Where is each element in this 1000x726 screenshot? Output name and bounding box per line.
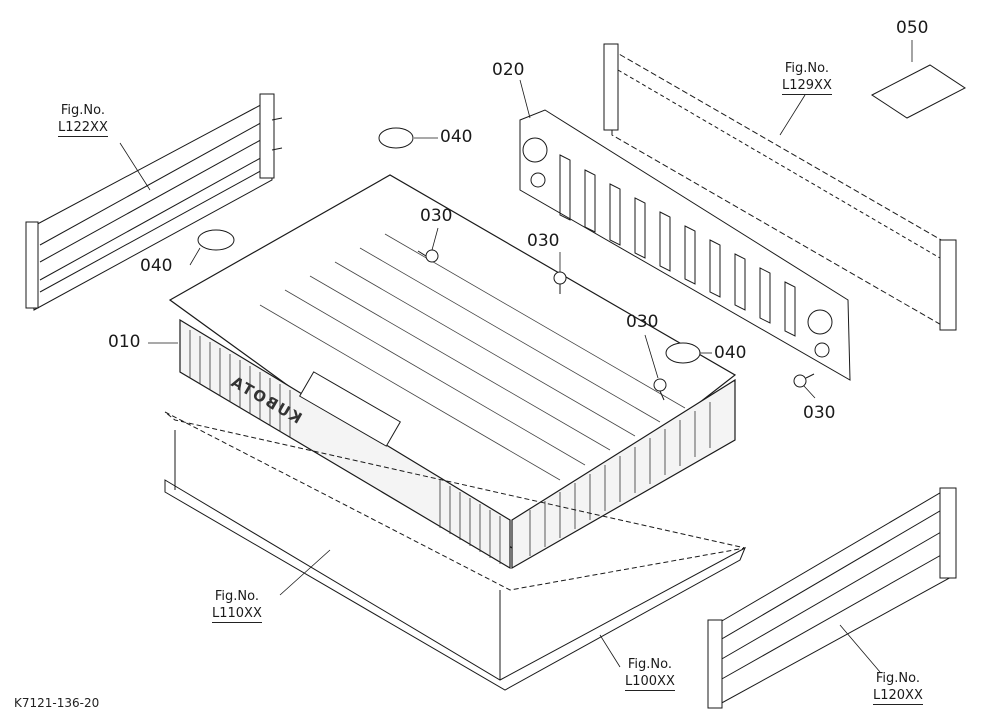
figref-l100-code: L100XX bbox=[625, 674, 675, 691]
figref-l100-title: Fig.No. bbox=[627, 657, 672, 672]
sheet-050 bbox=[872, 65, 965, 118]
label-040-b: 040 bbox=[140, 256, 173, 276]
figref-l110-title: Fig.No. bbox=[214, 589, 259, 604]
figref-l110-code: L110XX bbox=[212, 606, 262, 623]
label-040-a: 040 bbox=[440, 127, 473, 147]
label-030-d: 030 bbox=[803, 403, 836, 423]
lower-frame-l110-l100 bbox=[165, 412, 745, 690]
bolt-030-c bbox=[654, 379, 666, 400]
washer-040-b bbox=[198, 230, 234, 250]
rear-gate-panel-l129 bbox=[604, 44, 956, 330]
washer-040-c bbox=[666, 343, 700, 363]
figref-l120: Fig.No. L120XX bbox=[873, 670, 923, 705]
label-030-a: 030 bbox=[420, 206, 453, 226]
washer-040-a bbox=[379, 128, 413, 148]
figref-l120-code: L120XX bbox=[873, 688, 923, 705]
figref-l129: Fig.No. L129XX bbox=[782, 60, 832, 95]
figref-l100: Fig.No. L100XX bbox=[625, 656, 675, 691]
right-side-panel-l120 bbox=[708, 488, 956, 708]
label-010: 010 bbox=[108, 332, 141, 352]
bolt-030-d bbox=[794, 374, 814, 387]
bolt-030-b bbox=[554, 272, 566, 294]
label-050: 050 bbox=[896, 18, 929, 38]
figref-l129-title: Fig.No. bbox=[784, 61, 829, 76]
figref-l122-title: Fig.No. bbox=[60, 103, 105, 118]
figref-l129-code: L129XX bbox=[782, 78, 832, 95]
figref-l122-code: L122XX bbox=[58, 120, 108, 137]
label-030-b: 030 bbox=[527, 231, 560, 251]
figref-l110: Fig.No. L110XX bbox=[212, 588, 262, 623]
left-side-panel-l122 bbox=[26, 94, 282, 310]
figref-l122: Fig.No. L122XX bbox=[58, 102, 108, 137]
label-020: 020 bbox=[492, 60, 525, 80]
figref-l120-title: Fig.No. bbox=[875, 671, 920, 686]
leader-lines bbox=[120, 40, 912, 672]
document-id: K7121-136-20 bbox=[14, 696, 100, 710]
cargo-bed-010 bbox=[170, 175, 735, 568]
tailgate-020 bbox=[520, 110, 850, 380]
label-030-c: 030 bbox=[626, 312, 659, 332]
label-040-c: 040 bbox=[714, 343, 747, 363]
